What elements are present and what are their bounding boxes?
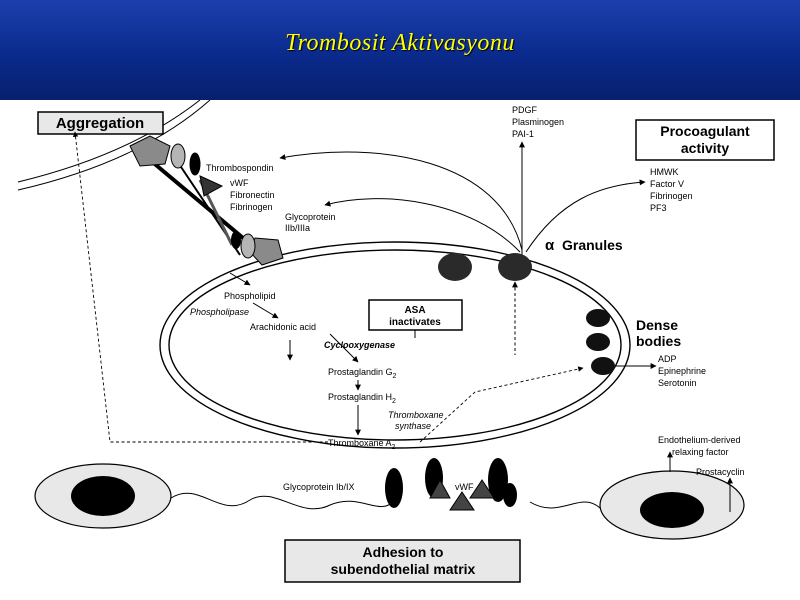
svg-text:Cyclooxygenase: Cyclooxygenase [324, 340, 395, 350]
aggregation-box: Aggregation [37, 111, 164, 135]
svg-text:Glycoprotein Ib/IX: Glycoprotein Ib/IX [283, 482, 355, 492]
svg-text:vWF: vWF [230, 178, 249, 188]
svg-text:Fibrinogen: Fibrinogen [650, 191, 693, 201]
svg-text:HMWK: HMWK [650, 167, 679, 177]
svg-text:activity: activity [681, 140, 729, 156]
svg-text:Epinephrine: Epinephrine [658, 366, 706, 376]
svg-text:Fibronectin: Fibronectin [230, 190, 275, 200]
slide-title: Trombosit Aktivasyonu [285, 30, 515, 56]
svg-text:Endothelium-derived: Endothelium-derived [658, 435, 741, 445]
svg-text:Phospholipid: Phospholipid [224, 291, 276, 301]
svg-text:PF3: PF3 [650, 203, 667, 213]
svg-text:inactivates: inactivates [389, 317, 441, 328]
svg-text:Adhesion to: Adhesion to [363, 544, 444, 560]
svg-text:ADP: ADP [658, 354, 677, 364]
svg-text:Glycoprotein: Glycoprotein [285, 212, 336, 222]
svg-text:Thromboxane: Thromboxane [388, 410, 444, 420]
release-arrows [279, 141, 646, 260]
svg-text:bodies: bodies [636, 333, 681, 349]
svg-text:PDGF: PDGF [512, 105, 538, 115]
svg-text:Thromboxane A2: Thromboxane A2 [328, 438, 396, 451]
svg-text:Factor V: Factor V [650, 179, 684, 189]
svg-text:IIb/IIIa: IIb/IIIa [285, 223, 310, 233]
endothelium-left [34, 463, 172, 529]
upper-platelet-membrane [17, 100, 211, 191]
feedback-paths [72, 131, 584, 443]
adhesion-box: Adhesion to subendothelial matrix [284, 539, 521, 583]
fibrinogen-bridge [129, 135, 284, 266]
svg-text:Serotonin: Serotonin [658, 378, 697, 388]
svg-text:synthase: synthase [395, 421, 431, 431]
alpha-granules: α Granules [438, 237, 623, 355]
svg-text:Prostaglandin H2: Prostaglandin H2 [328, 392, 396, 405]
asa-box: ASA inactivates [368, 299, 463, 331]
adhesion-receptors: Glycoprotein Ib/IX vWF [283, 458, 517, 511]
arachidonic-pathway: Phospholipid Phospholipase Arachidonic a… [190, 272, 444, 451]
platelet-activation-diagram: Aggregation Procoagulant activity ASA in… [17, 100, 775, 583]
svg-text:Procoagulant: Procoagulant [660, 123, 750, 139]
svg-text:Prostaglandin G2: Prostaglandin G2 [328, 367, 397, 380]
svg-text:Plasminogen: Plasminogen [512, 117, 564, 127]
svg-text:Prostacyclin: Prostacyclin [696, 467, 745, 477]
endothelial-products: Endothelium-derived relaxing factor Pros… [658, 435, 745, 512]
dense-bodies: Dense bodies ADP Epinephrine Serotonin [586, 309, 706, 388]
procoagulant-box: Procoagulant activity [635, 119, 775, 161]
platelet-cell [159, 241, 631, 449]
endothelium-right [599, 470, 745, 540]
svg-text:Thrombospondin: Thrombospondin [206, 163, 274, 173]
svg-text:Phospholipase: Phospholipase [190, 307, 249, 317]
svg-text:PAI-1: PAI-1 [512, 129, 534, 139]
svg-text:Granules: Granules [562, 237, 623, 253]
adhesive-proteins-labels: Thrombospondin vWF Fibronectin Fibrinoge… [206, 163, 336, 233]
svg-text:ASA: ASA [404, 305, 425, 316]
alpha-granule-contents: PDGF Plasminogen PAI-1 [512, 105, 564, 139]
svg-text:relaxing factor: relaxing factor [672, 447, 729, 457]
svg-text:vWF: vWF [455, 482, 474, 492]
svg-text:Fibrinogen: Fibrinogen [230, 202, 273, 212]
svg-text:α: α [545, 237, 555, 254]
slide-header: Trombosit Aktivasyonu [0, 0, 800, 100]
svg-text:Arachidonic acid: Arachidonic acid [250, 322, 316, 332]
procoagulant-factors: HMWK Factor V Fibrinogen PF3 [650, 167, 693, 213]
svg-text:Dense: Dense [636, 317, 678, 333]
svg-text:Aggregation: Aggregation [56, 115, 144, 132]
subendothelial-matrix [170, 492, 601, 510]
svg-text:subendothelial matrix: subendothelial matrix [331, 561, 476, 577]
